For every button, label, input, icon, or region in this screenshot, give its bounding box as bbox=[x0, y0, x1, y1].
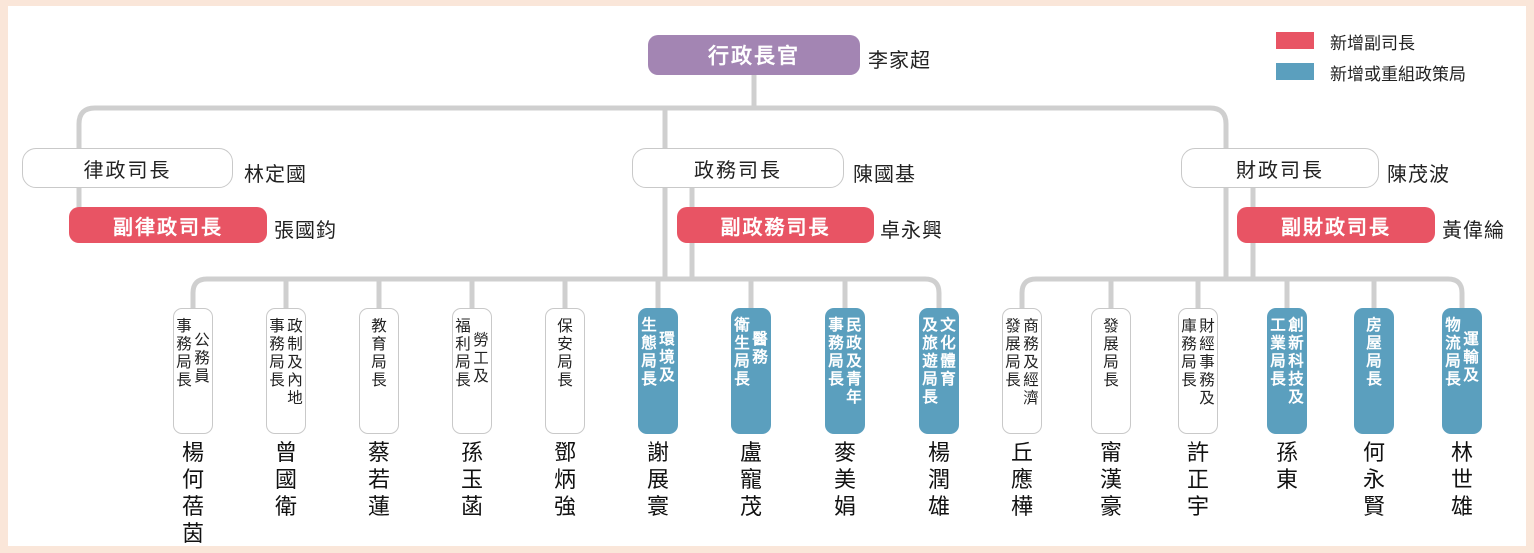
bureau-head-name: 盧寵茂 bbox=[739, 441, 762, 520]
bureau-title-column: 醫務 bbox=[752, 330, 768, 366]
bureau-head-name: 丘應樺 bbox=[1010, 441, 1033, 520]
bureau-title-column: 發展局長 bbox=[1005, 317, 1021, 389]
deputy-financial-secretary-box: 副財政司長 bbox=[1237, 207, 1435, 243]
bureau-title-column: 教育局長 bbox=[371, 317, 387, 389]
bureau-title-column: 公務員 bbox=[194, 331, 210, 385]
financial-secretary-name: 陳茂波 bbox=[1387, 162, 1450, 186]
chief-secretary-name: 陳國基 bbox=[853, 162, 916, 186]
bureau-box: 創新科技及工業局長 bbox=[1267, 308, 1307, 434]
bureau-title-column: 工業局長 bbox=[1270, 316, 1286, 388]
bureau-box: 發展局長 bbox=[1091, 308, 1131, 434]
bureau-title-column: 及旅遊局長 bbox=[922, 316, 938, 406]
legend-new-deputy-label: 新增副司長 bbox=[1330, 34, 1415, 54]
bureau-title-column: 運輸及 bbox=[1463, 330, 1479, 384]
bureau-title-column: 創新科技及 bbox=[1288, 316, 1304, 406]
bureau-title-column: 事務局長 bbox=[269, 317, 285, 389]
bureau-title-column: 衛生局長 bbox=[734, 316, 750, 388]
bureau-title-column: 商務及經濟 bbox=[1023, 317, 1039, 407]
bureau-title-column: 財經事務及 bbox=[1199, 317, 1215, 407]
bureau-title-column: 保安局長 bbox=[557, 317, 573, 389]
bureau-box: 運輸及物流局長 bbox=[1442, 308, 1482, 434]
deputy-chief-secretary-box: 副政務司長 bbox=[677, 207, 874, 243]
bureau-head-name: 何永賢 bbox=[1362, 441, 1385, 520]
bureau-head-name: 蔡若蓮 bbox=[367, 441, 390, 520]
bureau-title-column: 福利局長 bbox=[455, 317, 471, 389]
org-chart-frame bbox=[8, 6, 1526, 546]
bureau-head-name: 曾國衛 bbox=[274, 441, 297, 520]
bureau-head-name: 楊何蓓茵 bbox=[181, 441, 204, 547]
chief-executive-name: 李家超 bbox=[868, 48, 931, 72]
legend-blue-swatch bbox=[1276, 63, 1314, 80]
bureau-box: 房屋局長 bbox=[1354, 308, 1394, 434]
bureau-head-name: 許正宇 bbox=[1186, 441, 1209, 520]
bureau-title-column: 政制及內地 bbox=[287, 317, 303, 407]
bureau-box: 環境及生態局長 bbox=[638, 308, 678, 434]
bureau-title-column: 文化體育 bbox=[940, 316, 956, 388]
legend-new-bureau-label: 新增或重組政策局 bbox=[1330, 65, 1466, 85]
deputy-financial-secretary-name: 黃偉綸 bbox=[1442, 218, 1505, 242]
deputy-secretary-for-justice-name: 張國鈞 bbox=[274, 218, 337, 242]
financial-secretary-box: 財政司長 bbox=[1181, 148, 1379, 188]
bureau-head-name: 林世雄 bbox=[1450, 441, 1473, 520]
bureau-box: 財經事務及庫務局長 bbox=[1178, 308, 1218, 434]
bureau-head-name: 楊潤雄 bbox=[927, 441, 950, 520]
bureau-title-column: 勞工及 bbox=[473, 331, 489, 385]
deputy-chief-secretary-name: 卓永興 bbox=[880, 218, 943, 242]
legend-red-swatch bbox=[1276, 32, 1314, 49]
bureau-box: 政制及內地事務局長 bbox=[266, 308, 306, 434]
bureau-title-column: 生態局長 bbox=[641, 316, 657, 388]
bureau-head-name: 甯漢豪 bbox=[1099, 441, 1122, 520]
bureau-box: 民政及青年事務局長 bbox=[825, 308, 865, 434]
bureau-title-column: 物流局長 bbox=[1445, 316, 1461, 388]
bureau-head-name: 孫玉菡 bbox=[460, 441, 483, 520]
bureau-title-column: 事務局長 bbox=[828, 316, 844, 388]
bureau-title-column: 環境及 bbox=[659, 330, 675, 384]
bureau-title-column: 庫務局長 bbox=[1181, 317, 1197, 389]
bureau-box: 文化體育及旅遊局長 bbox=[919, 308, 959, 434]
chief-executive-box: 行政長官 bbox=[648, 35, 860, 75]
bureau-box: 勞工及福利局長 bbox=[452, 308, 492, 434]
bureau-box: 醫務衛生局長 bbox=[731, 308, 771, 434]
chief-secretary-box: 政務司長 bbox=[632, 148, 844, 188]
secretary-for-justice-name: 林定國 bbox=[244, 162, 307, 186]
deputy-secretary-for-justice-box: 副律政司長 bbox=[69, 207, 267, 243]
bureau-head-name: 孫東 bbox=[1275, 441, 1298, 493]
secretary-for-justice-box: 律政司長 bbox=[22, 148, 233, 188]
bureau-title-column: 房屋局長 bbox=[1366, 316, 1382, 388]
bureau-head-name: 謝展寰 bbox=[646, 441, 669, 520]
bureau-title-column: 事務局長 bbox=[176, 317, 192, 389]
bureau-head-name: 麥美娟 bbox=[833, 441, 856, 520]
bureau-box: 公務員事務局長 bbox=[173, 308, 213, 434]
bureau-title-column: 民政及青年 bbox=[846, 316, 862, 406]
bureau-box: 保安局長 bbox=[545, 308, 585, 434]
bureau-head-name: 鄧炳強 bbox=[553, 441, 576, 520]
bureau-box: 教育局長 bbox=[359, 308, 399, 434]
bureau-box: 商務及經濟發展局長 bbox=[1002, 308, 1042, 434]
bureau-title-column: 發展局長 bbox=[1103, 317, 1119, 389]
